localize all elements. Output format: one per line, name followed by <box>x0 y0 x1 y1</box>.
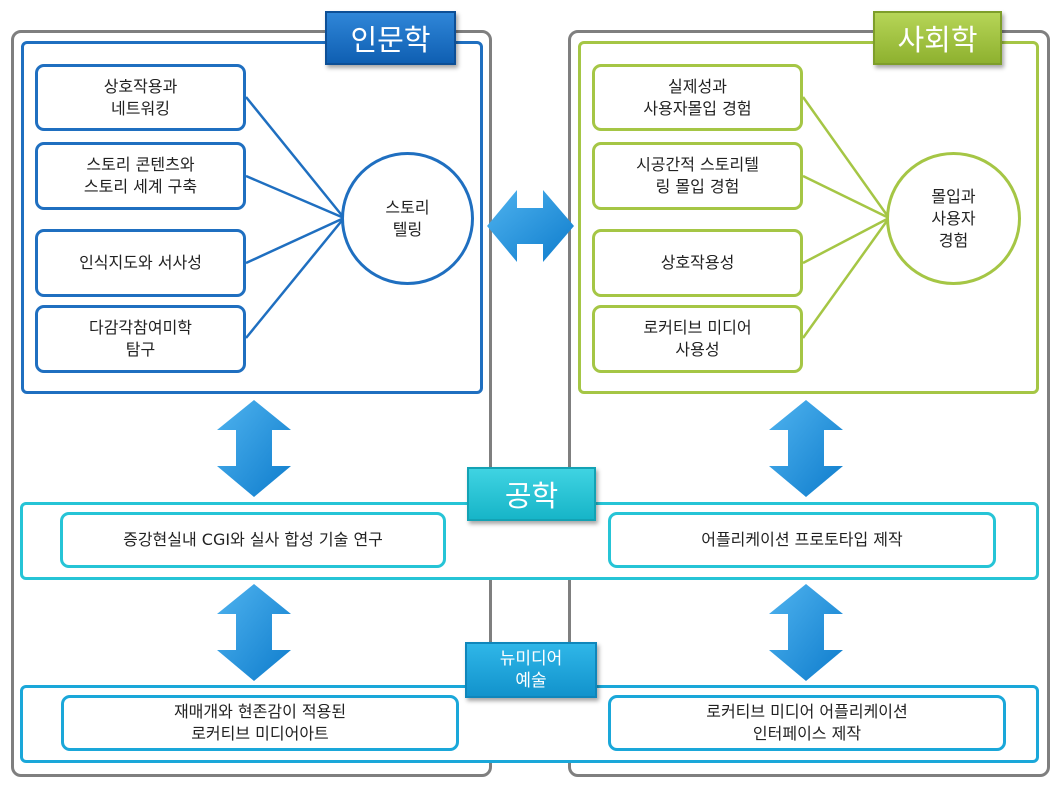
social-outer-frame <box>568 30 1050 777</box>
humanities-tag: 인문학 <box>325 11 456 65</box>
humanities-item-4: 다감각참여미학 탐구 <box>35 305 246 373</box>
connector-s2 <box>802 174 890 220</box>
engineering-left-box: 증강현실내 CGI와 실사 합성 기술 연구 <box>60 512 446 568</box>
humanities-outer-frame <box>11 30 492 777</box>
double-arrow-vertical-icon-4 <box>769 584 843 681</box>
connector-s1 <box>801 96 891 219</box>
social-connectors <box>801 96 891 339</box>
newmedia-right-box: 로커티브 미디어 어플리케이션 인터페이스 제작 <box>608 695 1006 751</box>
social-hub-circle: 몰입과 사용자 경험 <box>886 152 1021 285</box>
social-item-1: 실제성과 사용자몰입 경험 <box>592 64 803 131</box>
connector-s3 <box>802 216 890 265</box>
humanities-item-1: 상호작용과 네트워킹 <box>35 64 246 131</box>
connector-h1 <box>245 96 345 219</box>
newmedia-tag: 뉴미디어 예술 <box>465 642 597 698</box>
humanities-hub-circle: 스토리 텔링 <box>341 152 474 285</box>
social-item-2: 시공간적 스토리텔 링 몰입 경험 <box>592 142 803 210</box>
social-tag: 사회학 <box>873 11 1002 65</box>
connector-h4 <box>245 217 345 339</box>
social-item-3: 상호작용성 <box>592 229 803 297</box>
engineering-tag: 공학 <box>467 467 596 521</box>
connector-h3 <box>245 216 345 265</box>
connector-h2 <box>245 174 345 220</box>
double-arrow-horizontal-icon <box>487 190 574 262</box>
humanities-item-2: 스토리 콘텐츠와 스토리 세계 구축 <box>35 142 246 210</box>
humanities-item-3: 인식지도와 서사성 <box>35 229 246 297</box>
double-arrow-vertical-icon-1 <box>217 400 291 497</box>
humanities-connectors <box>245 96 345 339</box>
engineering-right-box: 어플리케이션 프로토타입 제작 <box>608 512 996 568</box>
social-item-4: 로커티브 미디어 사용성 <box>592 305 803 373</box>
double-arrow-vertical-icon-3 <box>217 584 291 681</box>
double-arrow-vertical-icon-2 <box>769 400 843 497</box>
connector-s4 <box>801 217 891 339</box>
newmedia-left-box: 재매개와 현존감이 적용된 로커티브 미디어아트 <box>61 695 459 751</box>
